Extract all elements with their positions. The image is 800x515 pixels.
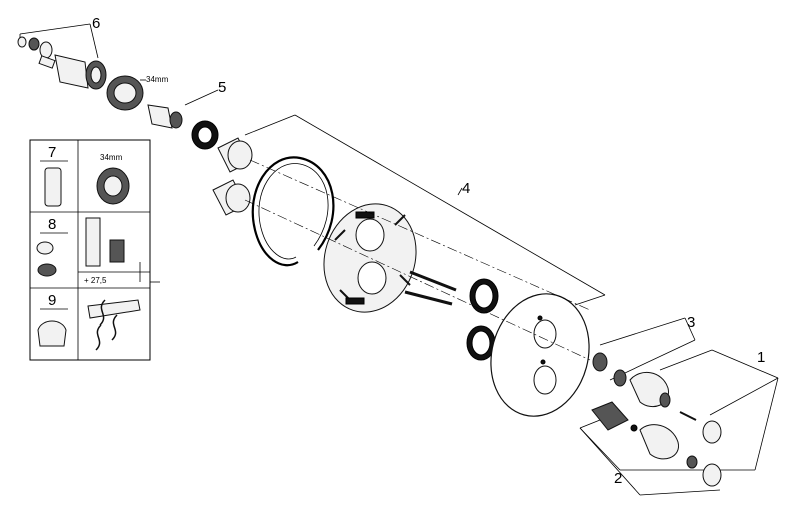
- axis-upper: [249, 159, 591, 311]
- ring-inner: [258, 163, 329, 260]
- plate-hole-upper: [355, 218, 385, 252]
- frame1-top: [659, 349, 713, 371]
- inset-part-8b: [37, 263, 57, 277]
- inset-handle-9: [37, 320, 67, 347]
- part-group-2: 2: [579, 401, 755, 496]
- inset-label-9: 9: [48, 292, 56, 309]
- inset-part-8a: [36, 241, 54, 255]
- frame4-end: [574, 294, 606, 306]
- cover-mark-lower: [540, 359, 546, 365]
- inset-label-8: 8: [48, 216, 56, 233]
- retaining-ring: [251, 156, 335, 267]
- cover-hole-upper: [533, 319, 557, 349]
- dimension-34mm: 34mm: [146, 75, 169, 84]
- leader-6c: [89, 23, 99, 59]
- inset-extension-8: [85, 217, 101, 267]
- spindle-end: [169, 111, 183, 129]
- nut-small: [28, 37, 40, 51]
- gaskets: [466, 278, 499, 361]
- plate-ribs: [334, 214, 411, 301]
- inset-cartridge-7: [44, 167, 62, 207]
- ring-5-hole: [197, 126, 213, 144]
- clip-piece: [38, 55, 56, 69]
- cover-plate: [490, 293, 590, 417]
- sleeve-upper-face: [227, 140, 253, 170]
- callout-5: 5: [218, 79, 226, 96]
- inset-nut-7-inner: [103, 175, 123, 197]
- cartridge-nut-inner: [113, 82, 137, 104]
- valve-head-inner: [90, 66, 102, 84]
- handle-3-cap: [659, 392, 671, 408]
- part-group-6: 6: [17, 15, 107, 90]
- inset-spindle-8: [109, 239, 125, 263]
- leader-6a: [19, 23, 91, 35]
- ring-outer: [251, 156, 335, 267]
- main-cartridge: 34mm 5: [106, 75, 226, 150]
- cap-1: [702, 420, 722, 444]
- frame3-side: [684, 317, 696, 341]
- leader-4: [457, 187, 463, 196]
- inset-label-7: 7: [48, 144, 56, 161]
- cover-hole-lower: [533, 365, 557, 395]
- spindle-body: [147, 104, 173, 129]
- callout-3: 3: [687, 314, 695, 331]
- part-group-4-frame: 4: [244, 114, 606, 361]
- adapter-2: [591, 401, 629, 431]
- inset-dim-7: 34mm: [100, 153, 123, 162]
- frame1-right-bottom: [709, 377, 779, 416]
- callout-4: 4: [462, 180, 470, 197]
- handle-3: [629, 372, 669, 407]
- sleeves: [212, 137, 253, 216]
- callout-6: 6: [92, 15, 100, 32]
- screw-2: [404, 290, 453, 306]
- leader-5: [184, 89, 219, 106]
- axis-lower: [244, 199, 591, 361]
- screw-1: [409, 270, 457, 292]
- frame1-down: [754, 377, 779, 471]
- seal-small-1: [17, 36, 27, 48]
- gasket-upper-hole: [474, 283, 494, 309]
- nut-3: [613, 369, 627, 387]
- handle-2: [639, 424, 679, 460]
- inset-spout-9: [87, 299, 141, 319]
- inset-steam-9: [95, 299, 118, 351]
- screws: [404, 270, 457, 306]
- inset-panel: 7 34mm 8 + 27,5 9: [29, 139, 160, 361]
- frame4-top: [244, 114, 296, 136]
- inset-dim-8: + 27,5: [84, 276, 107, 285]
- adapter-3: [592, 352, 608, 372]
- cover-plate-outline: [490, 293, 590, 417]
- frame3-top: [599, 317, 686, 346]
- part-group-1: 1: [659, 349, 779, 471]
- sleeve-lower-face: [225, 183, 251, 213]
- handle-2-cap: [686, 455, 698, 469]
- washer-2: [630, 424, 638, 432]
- frame4-diagonal: [294, 114, 606, 296]
- frame2-diagonal: [579, 427, 641, 496]
- part-group-3: 3: [592, 314, 696, 408]
- cap-2: [702, 463, 722, 487]
- plate-hole-lower: [357, 261, 387, 295]
- callout-2: 2: [614, 470, 622, 487]
- cover-mark-upper: [537, 315, 543, 321]
- valve-body-6: [54, 54, 89, 89]
- callout-1: 1: [757, 349, 765, 366]
- pin-1: [679, 411, 697, 421]
- frame2-bottom2: [639, 489, 721, 496]
- frame1-right-top: [711, 349, 779, 379]
- plate-bracket-bottom: [345, 297, 365, 305]
- frame2-top: [579, 419, 601, 429]
- gasket-lower-hole: [471, 330, 491, 356]
- plate-bracket-top: [355, 211, 375, 219]
